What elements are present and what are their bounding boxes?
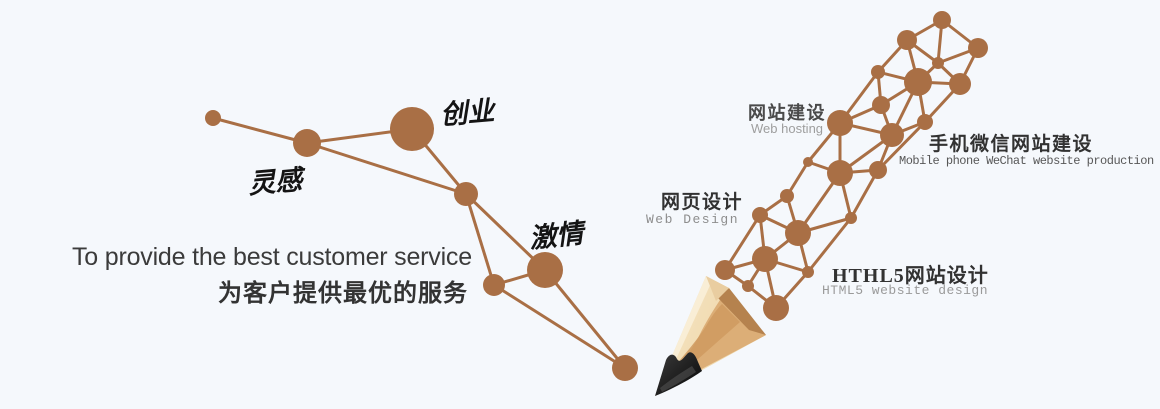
service-label-web-design-en: Web Design — [646, 212, 740, 227]
idea-label-passion: 激情 — [527, 218, 585, 255]
service-label-html5-site-zh: HTHL5网站设计 — [832, 265, 989, 287]
pencil-network-graphic — [715, 11, 988, 321]
idea-network-graphic — [205, 107, 638, 381]
service-label-wechat-site-en: Mobile phone WeChat website production — [899, 154, 1154, 168]
service-label-web-hosting-en: Web hosting — [751, 121, 824, 136]
idea-label-inspiration: 灵感 — [247, 164, 304, 201]
service-label-web-design-zh: 网页设计 — [661, 192, 744, 213]
headline-english: To provide the best customer service — [72, 243, 472, 271]
pencil-tip-graphic — [655, 276, 766, 396]
idea-label-startup: 创业 — [439, 95, 496, 132]
service-label-html5-site-en: HTML5 website design — [822, 283, 989, 298]
service-label-web-hosting-zh: 网站建设 — [748, 103, 826, 123]
headline-chinese: 为客户提供最优的服务 — [218, 280, 468, 307]
service-label-wechat-site-zh: 手机微信网站建设 — [929, 134, 1094, 155]
